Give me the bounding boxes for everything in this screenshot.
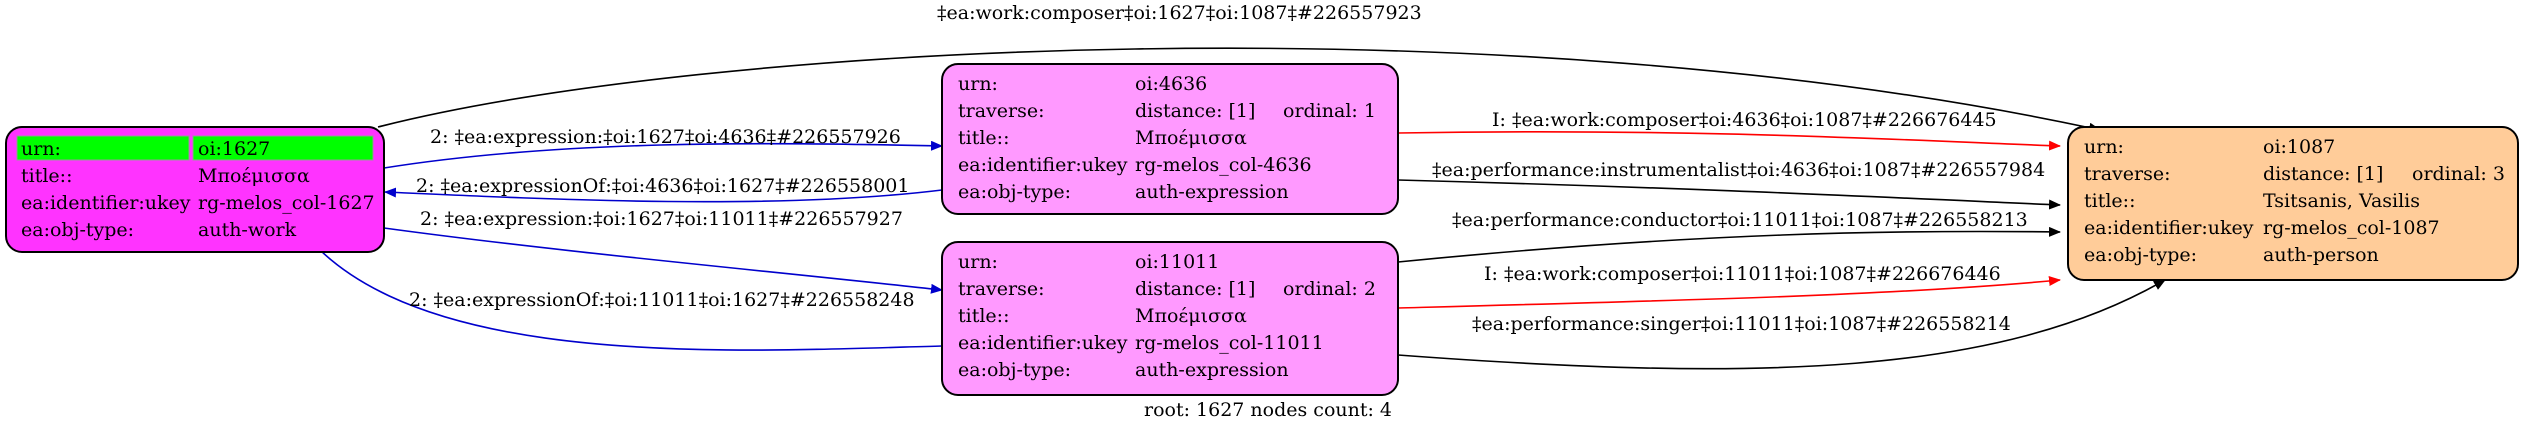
node-expr2-row-value: auth-expression	[1135, 359, 1289, 381]
graph-footer-caption: root: 1627 nodes count: 4	[1144, 399, 1392, 421]
edge-expression-11011	[383, 227, 943, 294]
node-work-row-key: ea:obj-type:	[21, 219, 134, 241]
node-expr2-row-value: oi:11011	[1135, 251, 1219, 273]
node-person-row-extra: ordinal: 3	[2412, 163, 2505, 185]
node-expr1-row-key: ea:obj-type:	[958, 181, 1071, 203]
node-expr1-row-value: oi:4636	[1135, 73, 1207, 95]
node-work[interactable]: urn: oi:1627 title:: Μποέμισσα ea:identi…	[5, 126, 385, 253]
node-expression-11011[interactable]: urn: oi:11011 traverse: distance: [1] or…	[941, 241, 1399, 396]
node-expression-4636-box	[941, 63, 1399, 215]
node-expression-4636[interactable]: urn: oi:4636 traverse: distance: [1] ord…	[941, 63, 1399, 215]
edge-composer-4636	[1397, 131, 2061, 151]
node-expr1-row-key: urn:	[958, 73, 998, 95]
node-expr1-row-value: auth-expression	[1135, 181, 1289, 203]
node-expr2-row-value: rg-melos_col-11011	[1135, 332, 1324, 354]
node-person-row-key: title::	[2084, 190, 2135, 212]
node-work-row-value: oi:1627	[198, 138, 270, 160]
node-expr1-row-extra: ordinal: 1	[1283, 100, 1376, 122]
node-person-row-value: auth-person	[2263, 244, 2379, 266]
node-expr2-row-extra: ordinal: 2	[1283, 278, 1376, 300]
node-expr1-row-value: rg-melos_col-4636	[1135, 154, 1312, 176]
node-work-row-key: urn:	[21, 138, 61, 160]
node-expr1-row-value: Μποέμισσα	[1135, 127, 1247, 149]
node-expr2-row-key: urn:	[958, 251, 998, 273]
node-expr1-row-value: distance: [1]	[1135, 100, 1255, 122]
edge-expression-4636	[383, 140, 943, 169]
node-person-row-value: oi:1087	[2263, 136, 2335, 158]
node-person-row-key: ea:identifier:ukey	[2084, 217, 2254, 239]
edge-singer-11011	[1397, 279, 2166, 370]
node-expr1-row-key: title::	[958, 127, 1009, 149]
edge-conductor-11011	[1397, 226, 2061, 263]
edge-instrumentalist-4636	[1397, 179, 2061, 210]
edges-group: ‡ea:work:composer‡oi:1627‡oi:1087‡#22655…	[286, 2, 2166, 370]
node-expr2-row-key: ea:identifier:ukey	[958, 332, 1128, 354]
node-expr2-row-key: ea:obj-type:	[958, 359, 1071, 381]
edge-label-expression-of-11011: 2: ‡ea:expressionOf:‡oi:11011‡oi:1627‡#2…	[409, 289, 915, 311]
edge-label-expression-11011: 2: ‡ea:expression:‡oi:1627‡oi:11011‡#226…	[420, 208, 903, 230]
node-work-row-value: Μποέμισσα	[198, 165, 310, 187]
node-expression-11011-box	[941, 241, 1399, 396]
node-expr2-row-key: traverse:	[958, 278, 1045, 300]
edge-composer-11011	[1397, 276, 2061, 309]
edge-label-singer-11011: ‡ea:performance:singer‡oi:11011‡oi:1087‡…	[1472, 313, 2011, 335]
node-work-row-value: auth-work	[198, 219, 297, 241]
node-person[interactable]: urn: oi:1087 traverse: distance: [1] ord…	[2067, 126, 2519, 281]
node-person-row-value: Tsitsanis, Vasilis	[2263, 190, 2420, 212]
node-work-row-key: title::	[21, 165, 72, 187]
node-person-row-key: urn:	[2084, 136, 2124, 158]
edge-label-instrumentalist-4636: ‡ea:performance:instrumentalist‡oi:4636‡…	[1432, 159, 2045, 181]
edge-label-composer-11011: I: ‡ea:work:composer‡oi:11011‡oi:1087‡#2…	[1484, 263, 2001, 285]
edge-label-conductor-11011: ‡ea:performance:conductor‡oi:11011‡oi:10…	[1452, 209, 2028, 231]
edge-label-expression-4636: 2: ‡ea:expression:‡oi:1627‡oi:4636‡#2265…	[430, 126, 901, 148]
edge-label-composer-4636: I: ‡ea:work:composer‡oi:4636‡oi:1087‡#22…	[1492, 109, 1997, 131]
node-work-urn-value-highlight	[192, 135, 374, 161]
node-person-box	[2067, 126, 2519, 281]
node-person-row-key: traverse:	[2084, 163, 2171, 185]
node-expr2-row-key: title::	[958, 305, 1009, 327]
node-work-urn-key-highlight	[16, 135, 190, 161]
edge-expression-of-11011	[286, 207, 943, 351]
edge-expression-of-4636	[384, 187, 943, 203]
node-person-row-value: rg-melos_col-1087	[2263, 217, 2440, 239]
node-expr1-row-key: traverse:	[958, 100, 1045, 122]
node-expr2-row-value: distance: [1]	[1135, 278, 1255, 300]
edge-label-expression-of-4636: 2: ‡ea:expressionOf:‡oi:4636‡oi:1627‡#22…	[416, 175, 909, 197]
node-work-row-value: rg-melos_col-1627	[198, 192, 375, 214]
node-work-row-key: ea:identifier:ukey	[21, 192, 191, 214]
node-person-row-key: ea:obj-type:	[2084, 244, 2197, 266]
node-expr1-row-key: ea:identifier:ukey	[958, 154, 1128, 176]
edge-label-work-composer: ‡ea:work:composer‡oi:1627‡oi:1087‡#22655…	[937, 2, 1422, 24]
node-expr2-row-value: Μποέμισσα	[1135, 305, 1247, 327]
node-person-row-value: distance: [1]	[2263, 163, 2383, 185]
edge-work-composer	[377, 47, 2101, 133]
